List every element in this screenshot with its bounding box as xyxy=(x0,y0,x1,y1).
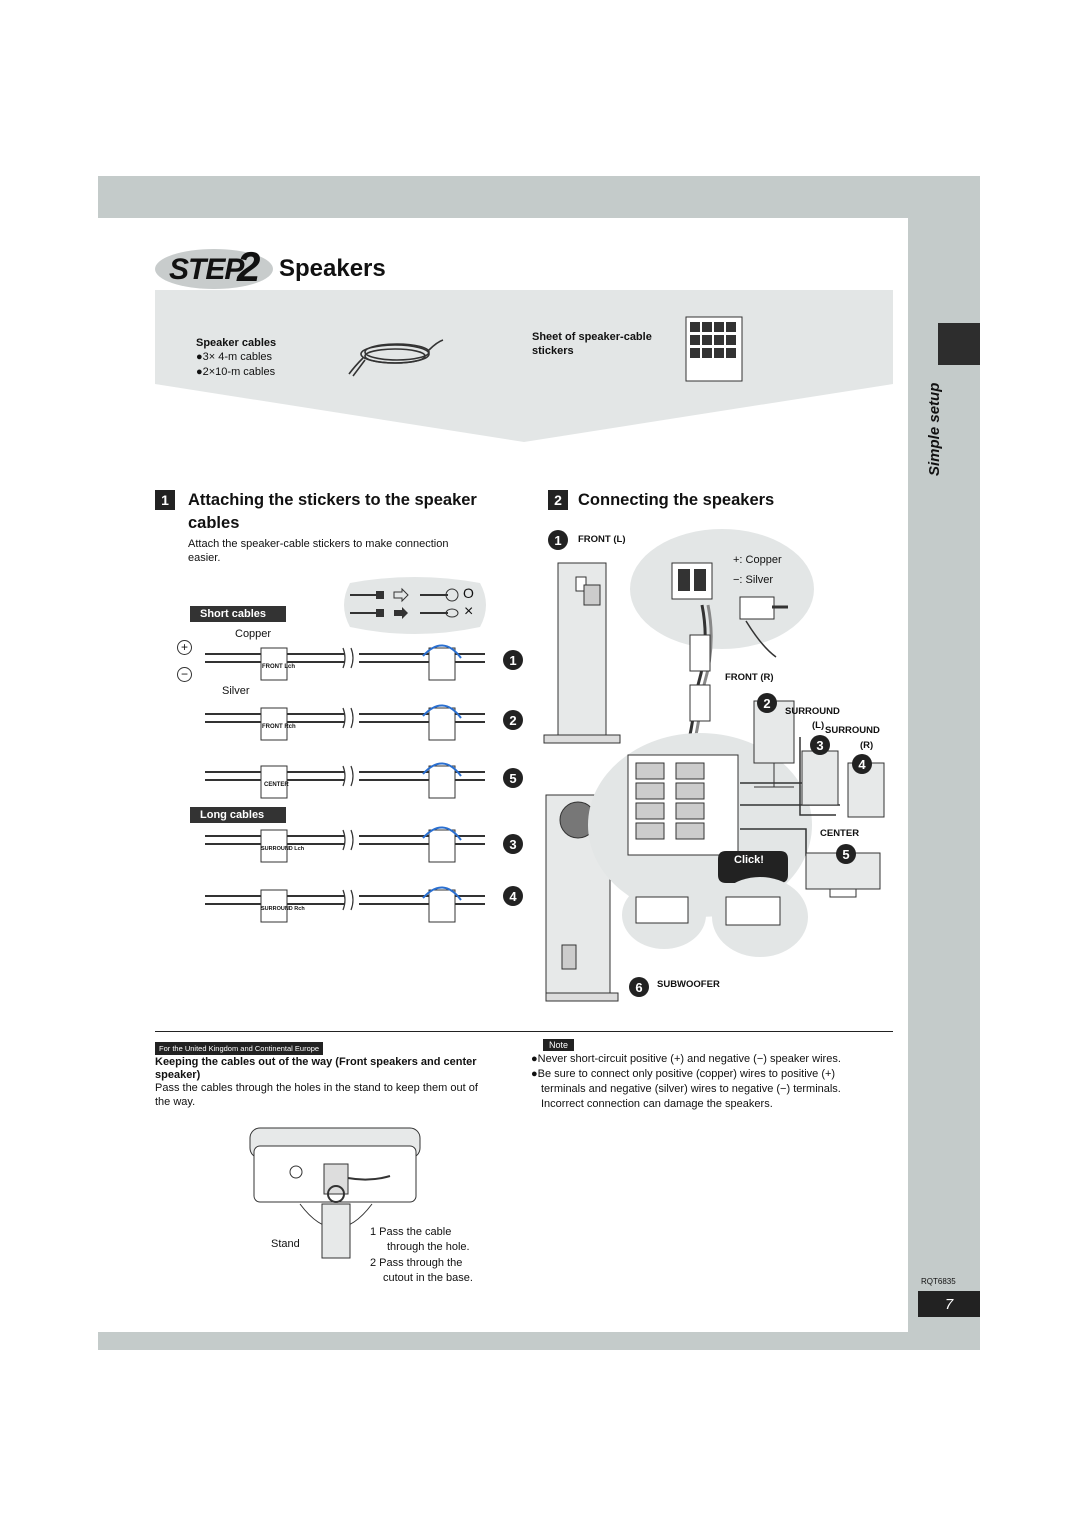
stickers-label-2: stickers xyxy=(532,345,574,357)
silver-legend: −: Silver xyxy=(733,574,774,586)
step-title: Speakers xyxy=(279,255,386,282)
stickers-label: Sheet of speaker-cable xyxy=(532,331,652,343)
note-line: terminals and negative (silver) wires to… xyxy=(541,1083,841,1095)
num-center: 5 xyxy=(836,844,856,864)
page-frame-bottom xyxy=(98,1332,980,1350)
copper-legend: +: Copper xyxy=(733,554,782,566)
cable-number: 3 xyxy=(503,834,523,854)
step2-text: 2 Pass through the xyxy=(370,1257,463,1269)
step-word: STEP xyxy=(169,253,244,286)
num-surround-l: 3 xyxy=(810,735,830,755)
cable-tip-text: Pass the cables through the holes in the… xyxy=(155,1082,478,1094)
front-r-label: FRONT (R) xyxy=(725,672,774,683)
chapter-label: Simple setup xyxy=(926,382,943,476)
surround-r-label-2: (R) xyxy=(860,740,874,751)
region-label: For the United Kingdom and Continental E… xyxy=(155,1042,324,1055)
stand-label: Stand xyxy=(271,1238,300,1250)
step1-text: 1 Pass the cable xyxy=(370,1226,452,1238)
subwoofer-label: SUBWOOFER xyxy=(657,979,720,990)
cable-number: 5 xyxy=(503,768,523,788)
section-number-2: 2 xyxy=(548,490,568,510)
cable-drawings xyxy=(205,644,485,923)
page-number: 7 xyxy=(918,1291,980,1317)
section-desc-2: easier. xyxy=(188,552,221,564)
incorrect-mark: × xyxy=(464,603,474,620)
cable-tag: FRONT Lch xyxy=(262,664,295,670)
section-title-connect: Connecting the speakers xyxy=(578,491,775,509)
minus-symbol: − xyxy=(177,667,192,682)
step-number: 2 xyxy=(237,243,261,290)
num-front-r: 2 xyxy=(757,693,777,713)
cable-number: 2 xyxy=(503,710,523,730)
surround-l-label-2: (L) xyxy=(812,720,825,731)
correct-mark: O xyxy=(463,585,474,601)
page-frame-top xyxy=(98,176,980,218)
cable-tip-heading: Keeping the cables out of the way (Front… xyxy=(155,1056,477,1068)
num-surround-r: 4 xyxy=(852,754,872,774)
page-frame-right xyxy=(908,176,980,1350)
front-l-label: FRONT (L) xyxy=(578,534,626,545)
cable-tag: SURROUND Rch xyxy=(261,906,305,912)
cables-item: ●3× 4-m cables xyxy=(196,351,273,363)
cable-tag: CENTER xyxy=(264,782,289,788)
section-number: 1 xyxy=(155,490,175,510)
step-badge: STEP 2 xyxy=(155,243,275,293)
cable-tip-text-2: the way. xyxy=(155,1096,196,1108)
note-line: Incorrect connection can damage the spea… xyxy=(541,1098,773,1110)
short-cables-label: Short cables xyxy=(190,606,286,622)
center-speaker-stand-illustration xyxy=(249,1127,421,1259)
note-line: ●Never short-circuit positive (+) and ne… xyxy=(531,1053,841,1065)
accessories-box: Speaker cables ●3× 4-m cables ●2×10-m ca… xyxy=(155,290,893,384)
section-title: Attaching the stickers to the speaker xyxy=(188,491,477,509)
section-title-2: cables xyxy=(188,514,240,532)
note-label: Note xyxy=(543,1039,575,1051)
speaker-cables-label: Speaker cables xyxy=(196,337,277,349)
section-desc: Attach the speaker-cable stickers to mak… xyxy=(188,538,449,550)
num-front-l: 1 xyxy=(548,530,568,550)
silver-label: Silver xyxy=(222,685,250,697)
copper-label: Copper xyxy=(235,628,272,640)
cable-number: 1 xyxy=(503,650,523,670)
center-label: CENTER xyxy=(820,828,860,839)
note-line: ●Be sure to connect only positive (coppe… xyxy=(531,1068,836,1080)
divider xyxy=(155,1031,893,1032)
cable-tag: SURROUND Lch xyxy=(261,846,305,852)
surround-l-label: SURROUND xyxy=(785,706,840,717)
surround-r-label: SURROUND xyxy=(825,725,880,736)
plus-symbol: + xyxy=(177,640,192,655)
page-title: STEP 2 Speakers xyxy=(155,243,386,294)
chapter-tab xyxy=(938,323,980,365)
cable-number: 4 xyxy=(503,886,523,906)
step2-text-2: cutout in the base. xyxy=(383,1272,473,1284)
cable-tip-heading-2: speaker) xyxy=(155,1069,201,1081)
cables-item: ●2×10-m cables xyxy=(196,366,276,378)
cable-tag: FRONT Rch xyxy=(262,724,296,730)
document-code: RQT6835 xyxy=(921,1277,956,1286)
num-subwoofer: 6 xyxy=(629,977,649,997)
step1-text-2: through the hole. xyxy=(387,1241,470,1253)
click-label: Click! xyxy=(734,854,764,866)
accessories-arrow xyxy=(155,384,893,442)
sticker-placement-callout xyxy=(344,577,486,634)
speaker-cable-illustration xyxy=(348,339,444,377)
long-cables-label: Long cables xyxy=(190,807,286,823)
sticker-sheet-illustration xyxy=(685,316,743,382)
